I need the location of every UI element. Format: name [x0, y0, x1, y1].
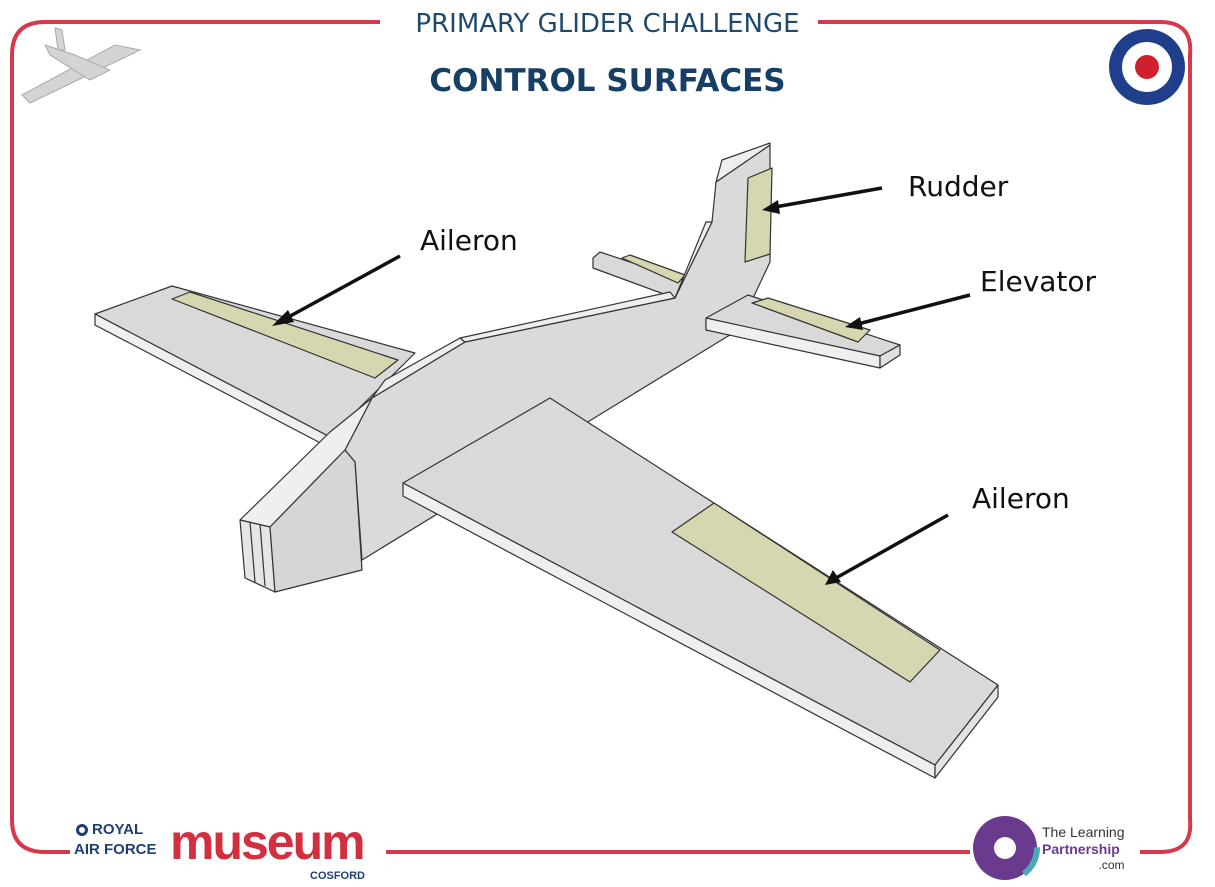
rudder-arrow: [774, 186, 883, 209]
learning-partnership-logo: The Learning Partnership .com: [1042, 824, 1125, 872]
label-aileron-right: Aileron: [972, 482, 1070, 515]
raf-logo-line1: ROYAL: [92, 821, 144, 838]
label-rudder: Rudder: [908, 170, 1009, 203]
raf-logo-line2: AIR FORCE: [74, 841, 157, 858]
label-aileron-left: Aileron: [420, 224, 518, 257]
partner-line3: .com: [1098, 858, 1125, 872]
rudder: [744, 167, 773, 263]
right-elevator: [751, 297, 871, 343]
learning-partnership-logo-icon: [970, 813, 1040, 883]
raf-roundel-icon: [1109, 29, 1185, 105]
glider-thumbnail-icon: [21, 27, 142, 104]
raf-logo-word: museum: [170, 814, 366, 870]
raf-logo-roundel-icon: [76, 824, 88, 836]
aileron-right-arrow: [835, 513, 949, 580]
raf-logo-site: COSFORD: [310, 870, 365, 882]
left-aileron: [171, 291, 399, 379]
partner-line1: The Learning: [1042, 824, 1125, 840]
aileron-left-arrow: [282, 254, 401, 322]
elevator-arrow: [857, 293, 971, 326]
page-title: CONTROL SURFACES: [429, 63, 786, 99]
partner-line2: Partnership: [1042, 841, 1120, 857]
label-elevator: Elevator: [980, 265, 1097, 298]
page-border: [10, 20, 1193, 854]
right-aileron: [671, 502, 941, 683]
raf-museum-logo: ROYAL AIR FORCE museum COSFORD: [70, 814, 386, 884]
right-wing: [402, 397, 999, 766]
series-title: PRIMARY GLIDER CHALLENGE: [0, 8, 1215, 40]
